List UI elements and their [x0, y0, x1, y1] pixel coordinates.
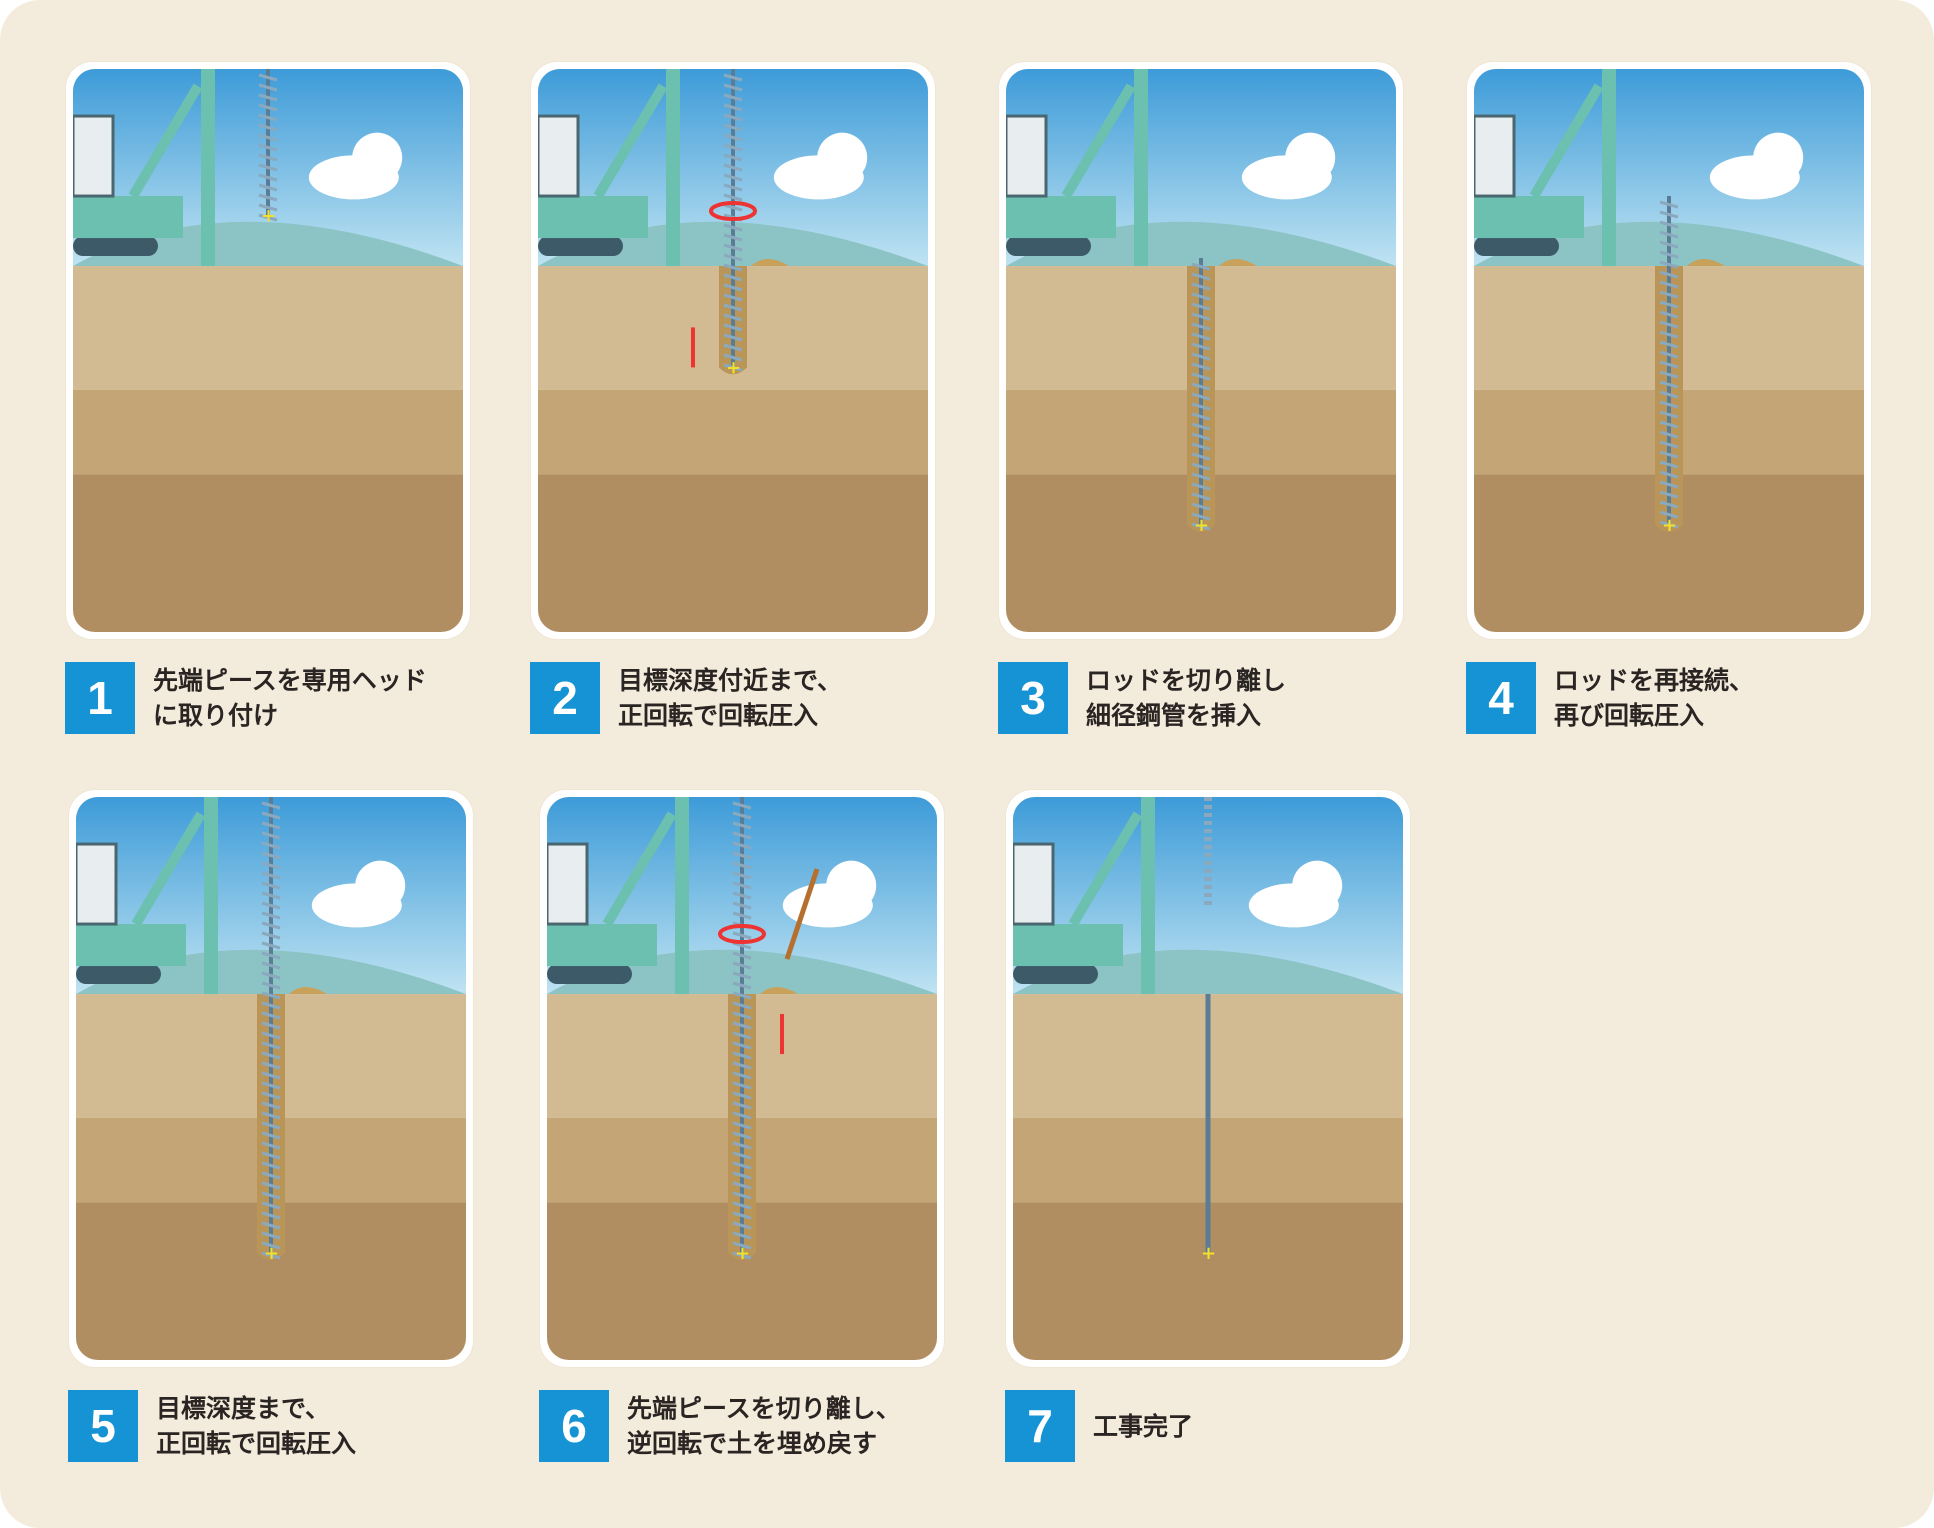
step-description: 目標深度まで、正回転で回転圧入 — [156, 1391, 356, 1461]
excavator — [76, 797, 218, 995]
step-number-badge: 3 — [998, 662, 1068, 734]
step-text-line: 工事完了 — [1093, 1411, 1194, 1441]
step-caption-7: 7 工事完了 — [1005, 1390, 1193, 1462]
step-description: 先端ピースを専用ヘッドに取り付け — [153, 663, 427, 733]
step-text-line: 正回転で回転圧入 — [618, 701, 819, 730]
step-text-line: 逆回転で土を埋め戻す — [627, 1429, 878, 1458]
step-number-badge: 6 — [539, 1390, 609, 1462]
step-text-line: 細径鋼管を挿入 — [1086, 701, 1262, 730]
svg-text:+: + — [1201, 1243, 1216, 1264]
tip-piece: + — [261, 205, 276, 226]
step-illustration-5: + — [69, 790, 473, 1367]
excavator — [1013, 797, 1155, 995]
step-text-line: 再び回転圧入 — [1554, 701, 1705, 730]
step-illustration-4: + — [1467, 62, 1871, 639]
soil-middle — [538, 389, 928, 475]
step-description: 目標深度付近まで、正回転で回転圧入 — [618, 663, 842, 733]
step-description: ロッドを再接続、再び回転圧入 — [1554, 663, 1754, 733]
tip-piece: + — [735, 1243, 750, 1264]
step-text-line: 目標深度まで、 — [156, 1394, 331, 1423]
step-description: 工事完了 — [1093, 1409, 1193, 1444]
soil-pile — [289, 987, 327, 995]
step-description: 先端ピースを切り離し、逆回転で土を埋め戻す — [627, 1391, 901, 1461]
soil-bottom — [73, 474, 463, 632]
step-number-badge: 1 — [65, 662, 135, 734]
step-description: ロッドを切り離し細径鋼管を挿入 — [1086, 663, 1286, 733]
soil-top — [73, 266, 463, 390]
step-number-badge: 7 — [1005, 1390, 1075, 1462]
step-text-line: ロッドを再接続、 — [1554, 666, 1755, 695]
tip-piece: + — [1662, 515, 1677, 536]
step-caption-1: 1 先端ピースを専用ヘッドに取り付け — [65, 662, 427, 734]
tip-piece: + — [264, 1243, 279, 1264]
step-illustration-3: + — [999, 62, 1403, 639]
step-illustration-1: + — [66, 62, 470, 639]
tip-piece: + — [726, 357, 741, 378]
step-illustration-7: + — [1006, 790, 1410, 1367]
step-text-line: 目標深度付近まで、 — [618, 666, 843, 695]
rotation-arrow — [718, 924, 766, 945]
excavator — [1006, 69, 1148, 267]
excavator — [547, 797, 689, 995]
soil-pile — [760, 987, 798, 995]
step-illustration-6: + — [540, 790, 944, 1367]
step-caption-2: 2 目標深度付近まで、正回転で回転圧入 — [530, 662, 842, 734]
soil-bottom — [538, 474, 928, 632]
step-number-badge: 2 — [530, 662, 600, 734]
step-caption-3: 3 ロッドを切り離し細径鋼管を挿入 — [998, 662, 1286, 734]
step-illustration-2: + — [531, 62, 935, 639]
step-caption-5: 5 目標深度まで、正回転で回転圧入 — [68, 1390, 356, 1462]
step-text-line: 先端ピースを専用ヘッド — [153, 666, 427, 695]
soil-pile — [1219, 259, 1257, 267]
step-text-line: に取り付け — [153, 701, 279, 730]
tip-piece: + — [1194, 515, 1209, 536]
step-text-line: 先端ピースを切り離し、 — [627, 1394, 901, 1423]
soil-middle — [73, 389, 463, 475]
soil-pile — [751, 259, 789, 267]
step-text-line: ロッドを切り離し — [1086, 666, 1287, 695]
excavator — [1474, 69, 1616, 267]
step-number-badge: 5 — [68, 1390, 138, 1462]
step-number-badge: 4 — [1466, 662, 1536, 734]
soil-pile — [1687, 259, 1725, 267]
shovel — [784, 868, 820, 960]
excavator — [73, 69, 215, 267]
step-caption-6: 6 先端ピースを切り離し、逆回転で土を埋め戻す — [539, 1390, 901, 1462]
excavator — [538, 69, 680, 267]
step-caption-4: 4 ロッドを再接続、再び回転圧入 — [1466, 662, 1754, 734]
rotation-arrow — [709, 201, 757, 222]
step-text-line: 正回転で回転圧入 — [156, 1429, 357, 1458]
